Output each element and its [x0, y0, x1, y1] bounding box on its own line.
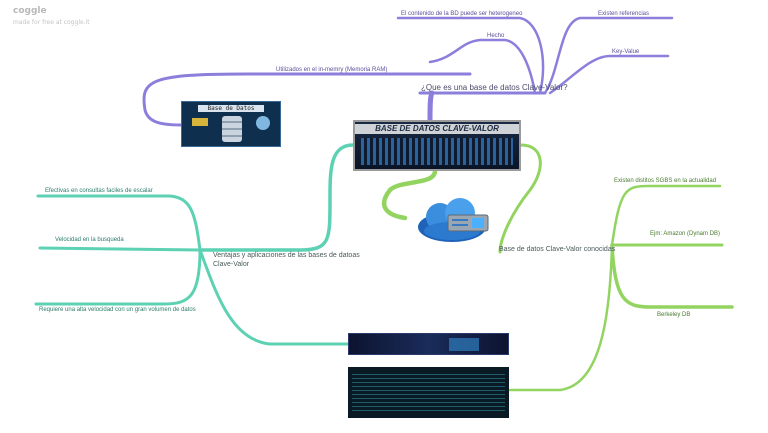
connector-referencias: [543, 16, 674, 95]
connector-velocidad: [38, 246, 202, 252]
advantages-child-escalar[interactable]: Efectivas en consultas faciles de escala…: [45, 188, 153, 194]
connector-volumen: [34, 248, 202, 306]
connector-code-image: [507, 243, 614, 392]
cloud-storage-icon[interactable]: [412, 197, 494, 245]
connector-contenido: [396, 16, 545, 95]
connector-sgbs: [610, 184, 722, 247]
connector-image-strip: [198, 248, 350, 346]
advantages-child-velocidad[interactable]: Velocidad en la busqueda: [55, 237, 124, 243]
server-graphic: [449, 338, 479, 351]
database-disk-icon: [222, 116, 242, 142]
connector-berkeley: [610, 243, 734, 309]
connector-keyvalue: [548, 54, 670, 95]
known-child-berkeley[interactable]: Berkeley DB: [657, 312, 691, 318]
definition-child-inmemory[interactable]: Utilizados en el in-memry (Memoria RAM): [276, 67, 388, 73]
definition-child-referencias[interactable]: Existen referencias: [598, 11, 650, 17]
brand-name: coggle: [13, 6, 47, 16]
known-label[interactable]: Base de datos Clave-Valor conocidas: [499, 246, 616, 253]
advantages-label-line1[interactable]: Ventajas y aplicaciones de las bases de …: [213, 252, 360, 259]
definition-label[interactable]: ¿Que es una base de datos Clave-Valor?: [421, 83, 568, 92]
central-title: BASE DE DATOS CLAVE-VALOR: [355, 124, 519, 134]
code-screen-image[interactable]: [348, 367, 509, 418]
connector-known: [498, 143, 542, 254]
connector-advantages: [198, 143, 355, 252]
definition-child-contenido[interactable]: El contenido de la BD puede ser heteroge…: [401, 11, 523, 17]
database-image[interactable]: Base de Datos: [181, 101, 281, 147]
connector-escalar: [36, 194, 202, 252]
advantages-child-volumen[interactable]: Requiere una alta velocidad con un gran …: [39, 307, 196, 313]
coggle-brand[interactable]: coggle made for free at coggle.it: [13, 6, 90, 26]
connector-hecho: [428, 38, 537, 95]
known-child-amazon[interactable]: Ejm: Amazon (Dynam DB): [650, 231, 721, 237]
brand-tagline: made for free at coggle.it: [13, 19, 90, 26]
globe-icon: [256, 116, 270, 130]
connector-cloud: [381, 168, 438, 221]
code-lines-graphic: [352, 371, 505, 414]
server-rack-graphic: [361, 138, 513, 165]
definition-child-keyvalue[interactable]: Key-Value: [612, 49, 640, 55]
database-image-title: Base de Datos: [198, 105, 264, 112]
known-child-sgbs[interactable]: Existen distitos SGBS en la actualidad: [614, 178, 717, 184]
definition-child-hecho[interactable]: Hecho: [487, 33, 505, 39]
central-node-image[interactable]: BASE DE DATOS CLAVE-VALOR: [353, 120, 521, 171]
connector-inmemory: [142, 72, 472, 127]
key-graphic: [192, 118, 208, 126]
connector-definition: [427, 90, 435, 123]
advantages-label-line2[interactable]: Clave-Valor: [213, 261, 250, 268]
data-center-image[interactable]: [348, 333, 509, 355]
